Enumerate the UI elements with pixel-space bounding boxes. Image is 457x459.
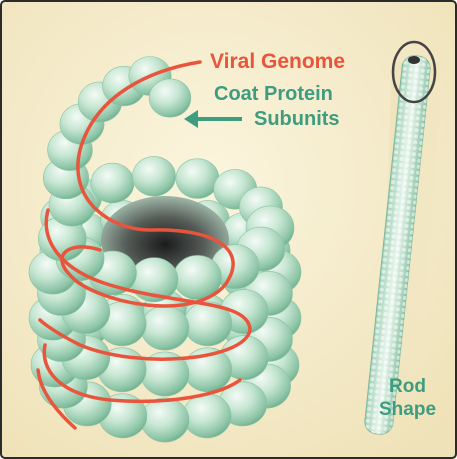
rod-label-line1: Rod [389,376,426,397]
protein-subunit [149,79,191,117]
coat-protein-label-line1: Coat Protein [214,83,333,105]
protein-subunit [141,398,189,442]
protein-subunit [91,163,134,203]
protein-subunit [141,306,189,350]
protein-subunit [176,159,219,199]
protein-subunit [183,394,231,438]
protein-subunit [132,156,175,196]
rod-tip-hole [408,56,420,64]
rod-label-line2: Shape [379,399,436,420]
viral-genome-label: Viral Genome [210,50,345,73]
coat-protein-label-line2: Subunits [254,108,340,130]
